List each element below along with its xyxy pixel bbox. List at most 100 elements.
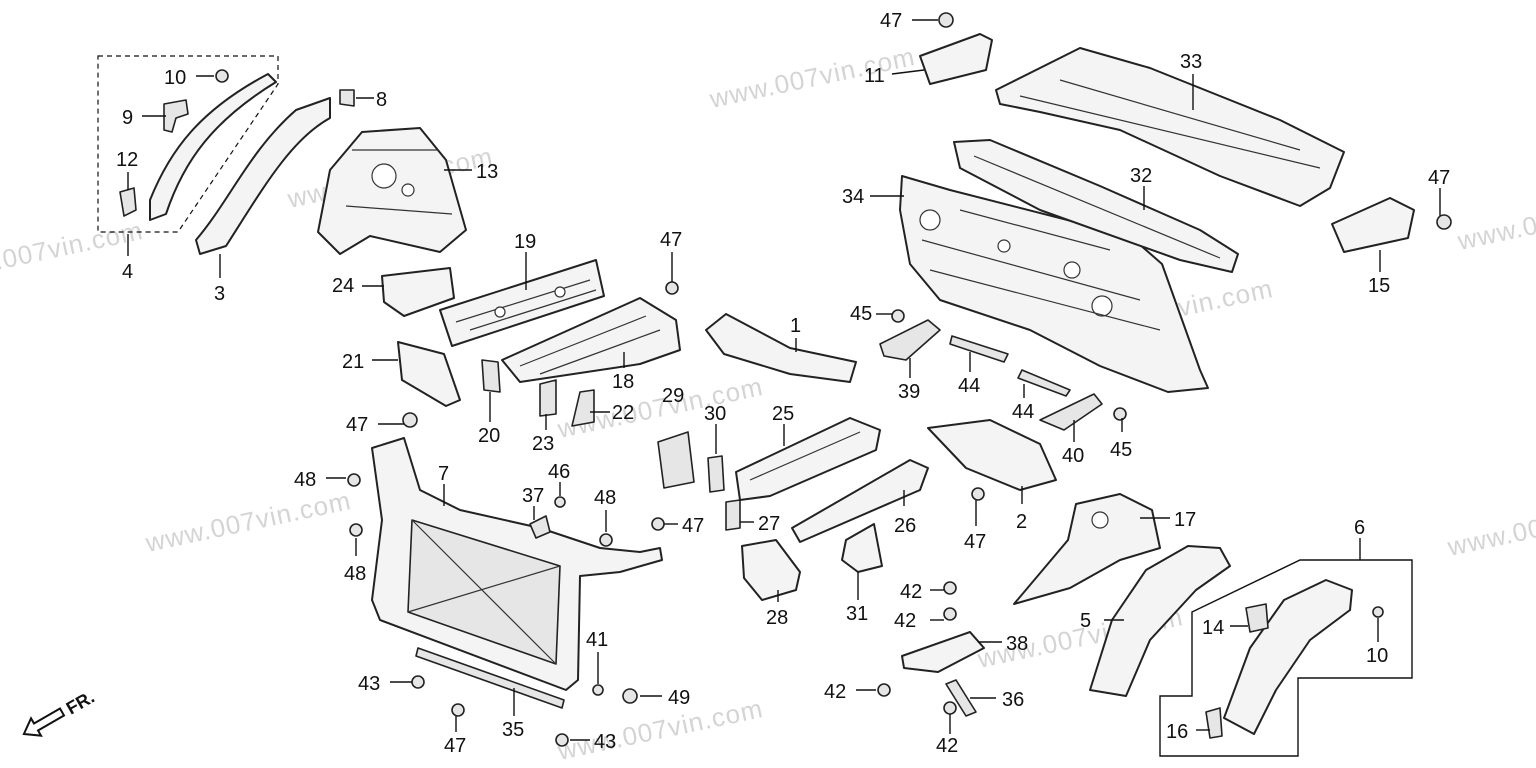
part-30-plate — [707, 455, 725, 493]
part-28-bracket — [741, 539, 801, 601]
part-shapes — [119, 33, 1415, 739]
callout-22: 22 — [612, 402, 634, 424]
callout-43: 43 — [594, 731, 616, 753]
leader-lines — [127, 19, 1441, 741]
part-8-clip — [339, 89, 355, 107]
callout-47: 47 — [660, 229, 682, 251]
callout-16: 16 — [1166, 721, 1188, 743]
callout-18: 18 — [612, 371, 634, 393]
callout-48: 48 — [594, 487, 616, 509]
part-21-bracket — [397, 341, 461, 407]
callout-35: 35 — [502, 719, 524, 741]
callout-34: 34 — [842, 186, 864, 208]
callout-45: 45 — [850, 303, 872, 325]
part-24-mount — [381, 267, 455, 317]
part-22-bracket — [571, 389, 595, 427]
front-direction-indicator: FR. — [22, 687, 98, 737]
part-5-wheelhouse — [1089, 545, 1231, 697]
callout-37: 37 — [522, 485, 544, 507]
callout-23: 23 — [532, 433, 554, 455]
callout-9: 9 — [122, 107, 133, 129]
callout-44: 44 — [958, 375, 980, 397]
callout-40: 40 — [1062, 445, 1084, 467]
callout-45: 45 — [1110, 439, 1132, 461]
callout-47: 47 — [880, 10, 902, 32]
part-13-tower — [317, 127, 467, 255]
part-20-bracket — [481, 359, 501, 393]
part-39-bracket — [879, 319, 941, 361]
part-4-pillar — [149, 73, 277, 221]
part-26-rail — [791, 459, 929, 543]
part-40-bracket — [1039, 393, 1103, 431]
callout-48: 48 — [294, 469, 316, 491]
callout-38: 38 — [1006, 633, 1028, 655]
callout-41: 41 — [586, 629, 608, 651]
part-29-plate — [657, 431, 695, 489]
fasteners — [347, 12, 1452, 747]
part-44-rod — [1017, 369, 1071, 397]
callout-49: 49 — [668, 687, 690, 709]
callout-12: 12 — [116, 149, 138, 171]
callout-42: 42 — [824, 681, 846, 703]
callout-46: 46 — [548, 461, 570, 483]
callout-27: 27 — [758, 513, 780, 535]
callout-48: 48 — [344, 563, 366, 585]
front-arrow-icon — [22, 707, 66, 737]
callout-10: 10 — [164, 67, 186, 89]
part-16-clip — [1205, 707, 1223, 739]
watermark-text: www.007vin.com — [142, 485, 354, 558]
group-outline-4 — [97, 55, 279, 233]
callout-47: 47 — [1428, 167, 1450, 189]
callout-1: 1 — [790, 315, 801, 337]
part-18-rail — [501, 297, 681, 383]
callout-3: 3 — [214, 283, 225, 305]
callout-44: 44 — [1012, 401, 1034, 423]
callout-29: 29 — [662, 385, 684, 407]
callout-15: 15 — [1368, 275, 1390, 297]
callout-labels: 47 11 33 10 8 9 12 13 4 3 19 47 24 1 32 … — [116, 10, 1450, 757]
callout-47: 47 — [346, 414, 368, 436]
part-27-plate — [725, 499, 741, 531]
callout-10: 10 — [1366, 645, 1388, 667]
callout-17: 17 — [1174, 509, 1196, 531]
part-17-housing — [1013, 493, 1161, 605]
part-12-clip — [119, 187, 137, 217]
callout-42: 42 — [894, 610, 916, 632]
callout-39: 39 — [898, 381, 920, 403]
callout-28: 28 — [766, 607, 788, 629]
part-3-frame — [195, 97, 331, 255]
part-44-rod — [949, 335, 1009, 363]
callout-4: 4 — [122, 261, 133, 283]
callout-36: 36 — [1002, 689, 1024, 711]
watermark-text: www.007vin.com — [1444, 489, 1536, 562]
callout-24: 24 — [332, 275, 354, 297]
watermark-text: www.007vin.com — [706, 41, 918, 114]
part-6-wheelhouse — [1223, 579, 1353, 735]
callout-14: 14 — [1202, 617, 1224, 639]
group-outline-6 — [1159, 559, 1413, 757]
callout-8: 8 — [376, 89, 387, 111]
front-label: FR. — [63, 687, 98, 719]
callout-42: 42 — [936, 735, 958, 757]
part-19-rail — [439, 259, 605, 347]
callout-42: 42 — [900, 581, 922, 603]
part-33-cowl — [995, 47, 1345, 207]
callout-32: 32 — [1130, 165, 1152, 187]
watermark-text: www.007vin.com — [554, 693, 766, 766]
callout-47: 47 — [682, 515, 704, 537]
part-31-bracket — [841, 523, 883, 573]
callout-13: 13 — [476, 161, 498, 183]
part-37-clip — [529, 515, 551, 539]
part-25-rail — [735, 417, 881, 501]
callout-19: 19 — [514, 231, 536, 253]
part-14-clip — [1245, 603, 1269, 633]
part-11-bracket — [919, 33, 993, 85]
part-9-bracket — [163, 99, 189, 133]
part-15-bracket — [1331, 197, 1415, 253]
callout-31: 31 — [846, 603, 868, 625]
callout-5: 5 — [1080, 610, 1091, 632]
part-38-bracket — [901, 631, 985, 673]
callout-47: 47 — [964, 531, 986, 553]
callout-33: 33 — [1180, 51, 1202, 73]
callout-25: 25 — [772, 403, 794, 425]
